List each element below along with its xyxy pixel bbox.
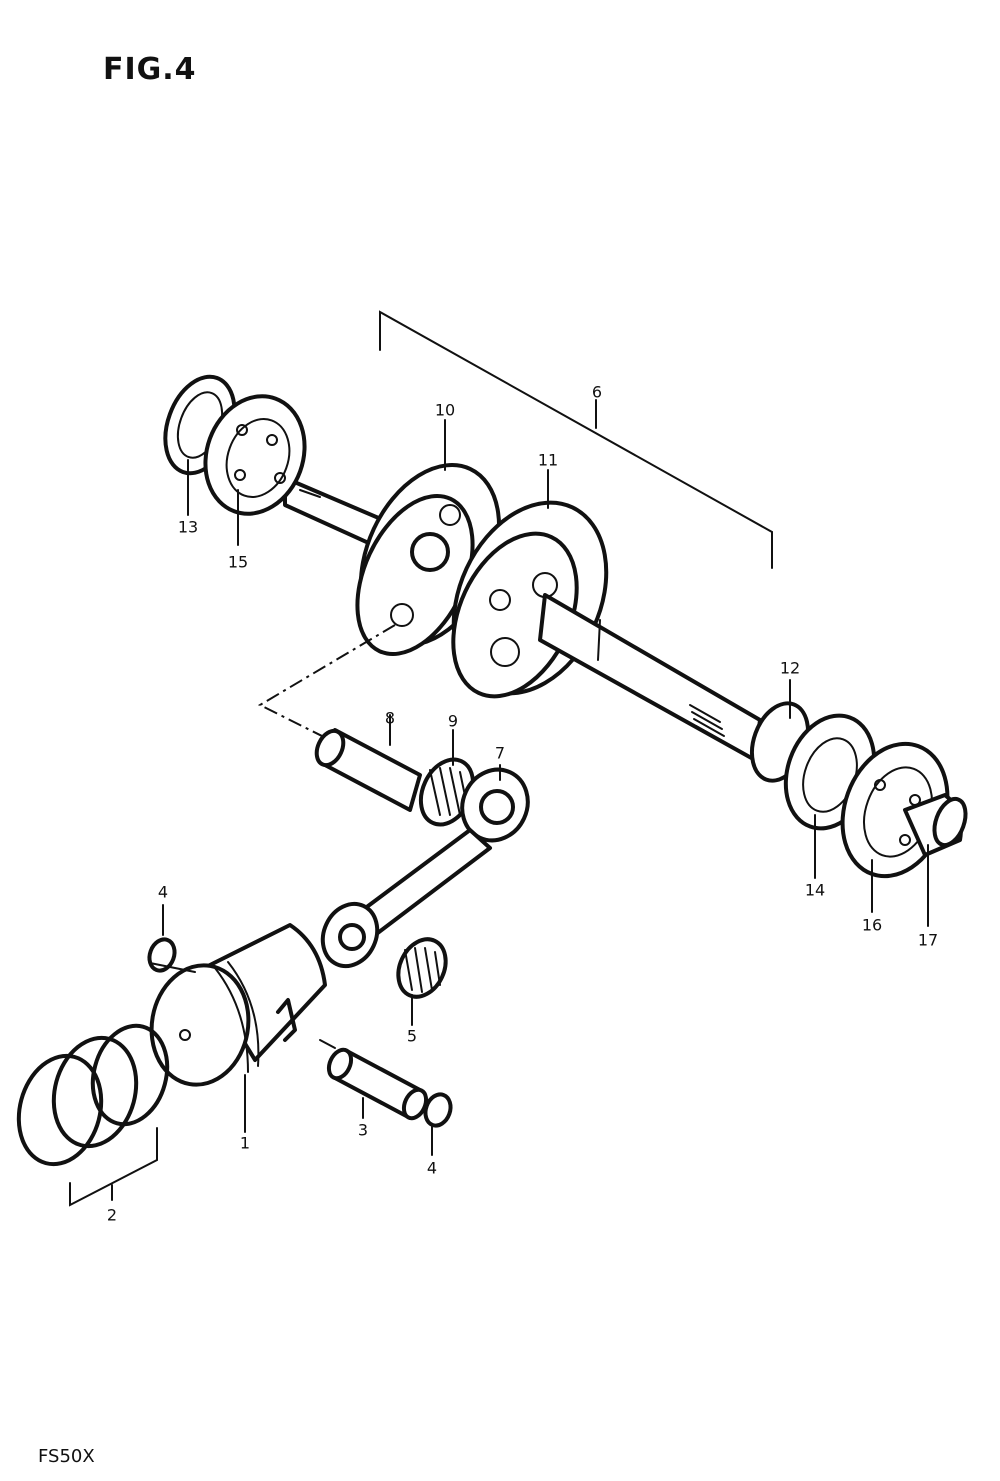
callout-leader-lines [111, 419, 929, 1201]
connecting-rod-illustration [320, 767, 530, 969]
callout-11: 11 [537, 450, 559, 470]
small-end-bearing-illustration [396, 937, 448, 999]
callout-13: 13 [177, 517, 199, 537]
callout-7: 7 [494, 743, 506, 763]
left-bearing-seal-illustration [163, 374, 307, 516]
ring-set-bracket [69, 1127, 158, 1207]
callout-1: 1 [239, 1133, 251, 1153]
callout-12: 12 [779, 658, 801, 678]
callout-10: 10 [434, 400, 456, 420]
crankshaft-illustration [283, 463, 762, 762]
callout-4-top: 4 [157, 882, 169, 902]
callout-3: 3 [357, 1120, 369, 1140]
callout-5: 5 [406, 1026, 418, 1046]
callout-14: 14 [804, 880, 826, 900]
callout-15: 15 [227, 552, 249, 572]
callout-2: 2 [106, 1205, 118, 1225]
callout-16: 16 [861, 915, 883, 935]
figure-title: FIG.4 [103, 52, 197, 87]
assembly-centerline [257, 624, 396, 741]
piston-pin-illustration [326, 1047, 429, 1121]
callout-4-bottom: 4 [426, 1158, 438, 1178]
callout-8: 8 [384, 708, 396, 728]
piston-illustration [149, 923, 336, 1087]
crank-pin-illustration [314, 728, 422, 812]
model-code: FS50X [38, 1446, 95, 1467]
right-bearing-group-illustration [749, 701, 968, 879]
circlip-top-illustration [147, 937, 177, 973]
big-end-bearing-illustration [418, 757, 476, 827]
callout-9: 9 [447, 711, 459, 731]
callout-6: 6 [591, 382, 603, 402]
crankshaft-assembly-bracket [379, 310, 773, 569]
callout-17: 17 [917, 930, 939, 950]
piston-rings-illustration [16, 1023, 170, 1167]
